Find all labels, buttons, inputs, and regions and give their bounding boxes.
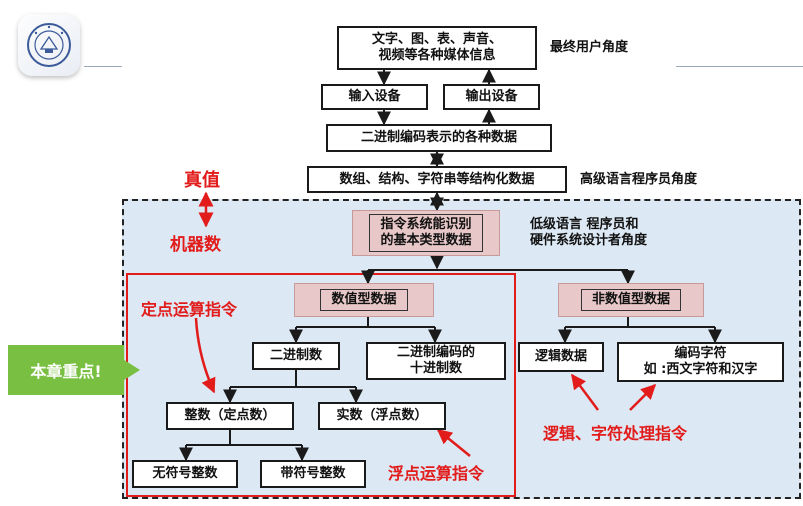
callout-text: 本章重点! [30, 362, 102, 381]
key-point-callout: 本章重点! [8, 345, 140, 395]
node-logic-data: 逻辑数据 [518, 342, 604, 372]
node-unsigned-int: 无符号整数 [132, 460, 238, 488]
node-real: 实数（浮点数） [318, 402, 446, 430]
node-binary-number: 二进制数 [252, 342, 340, 370]
node-non-numeric-data: 非数值型数据 [558, 283, 704, 317]
node-basic-types: 指令系统能识别 的基本类型数据 [352, 210, 500, 256]
header-rule-right [676, 66, 803, 67]
label-fixed-point-ops: 定点运算指令 [141, 300, 238, 319]
label-logic-char-ops: 逻辑、字符处理指令 [543, 424, 688, 443]
node-non-numeric-data-label: 非数值型数据 [580, 289, 681, 311]
node-numeric-data: 数值型数据 [294, 283, 434, 317]
numeric-focus-region [126, 273, 516, 497]
callout-shape [8, 345, 140, 395]
note-end-user: 最终用户角度 [550, 40, 629, 55]
node-media-info: 文字、图、表、声音、 视频等各种媒体信息 [337, 26, 537, 70]
node-output-device: 输出设备 [443, 84, 540, 110]
node-bcd: 二进制编码的 十进制数 [366, 342, 506, 380]
node-signed-int: 带符号整数 [260, 460, 366, 488]
header-rule-left [84, 66, 122, 67]
label-float-ops: 浮点运算指令 [388, 464, 485, 483]
node-basic-types-label: 指令系统能识别 的基本类型数据 [369, 214, 483, 252]
node-binary-data: 二进制编码表示的各种数据 [326, 124, 552, 152]
note-low-level-programmer: 低级语言 程序员和 硬件系统设计者角度 [530, 217, 648, 249]
node-char-encoding: 编码字符 如 :西文字符和汉字 [617, 342, 784, 382]
university-seal-icon [27, 23, 71, 67]
node-input-device: 输入设备 [321, 84, 428, 110]
label-true-value: 真值 [184, 170, 220, 191]
label-machine-number: 机器数 [170, 235, 221, 255]
node-integer: 整数（定点数） [166, 402, 294, 430]
node-structured-data: 数组、结构、字符串等结构化数据 [307, 166, 567, 193]
university-logo [18, 14, 80, 76]
note-high-level-programmer: 高级语言程序员角度 [580, 172, 698, 187]
node-numeric-data-label: 数值型数据 [320, 289, 408, 311]
